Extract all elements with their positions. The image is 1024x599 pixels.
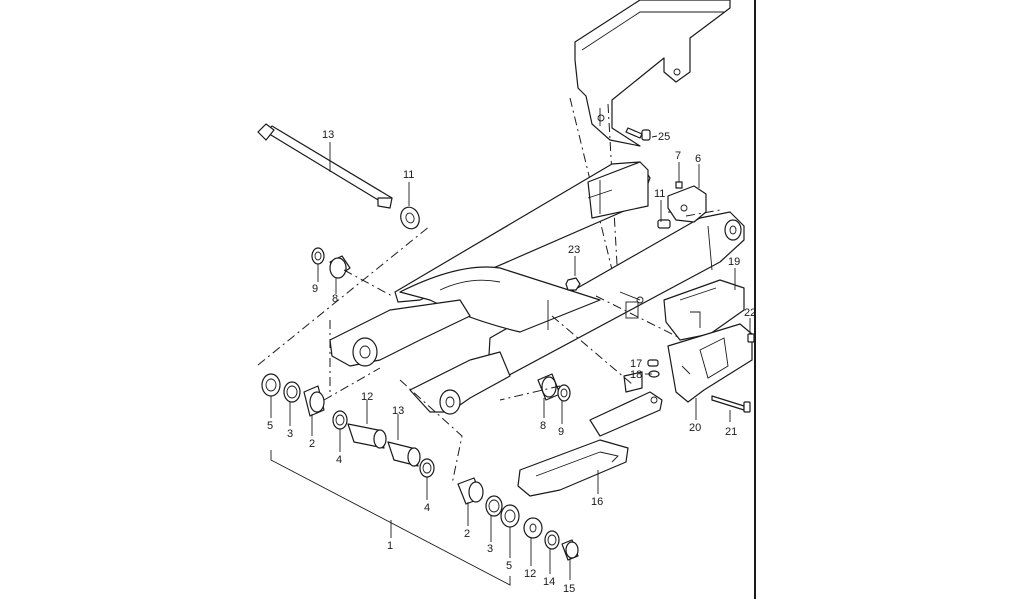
chain-guide-20	[667, 323, 753, 403]
callout-11-top: 11	[403, 169, 414, 181]
bolt-21	[711, 395, 751, 413]
callout-2-right: 2	[464, 528, 470, 540]
callout-6: 6	[695, 153, 701, 165]
oil-seal-9-upper	[311, 247, 325, 265]
chain-guard-bracket	[574, 0, 731, 147]
bolt-17	[647, 359, 659, 367]
washer-14	[544, 530, 560, 550]
chain-buffer-19	[663, 279, 745, 341]
callout-22: 22	[744, 307, 756, 319]
collar-12-a	[347, 423, 387, 449]
washer-3-left	[283, 381, 301, 403]
oil-seal-5-left	[261, 373, 281, 397]
callout-18: 18	[630, 369, 642, 381]
bolt-7	[675, 181, 683, 189]
washer-11-lower	[523, 517, 543, 539]
nut-23	[565, 277, 581, 291]
washer-3-right	[485, 495, 503, 517]
callout-20: 20	[689, 422, 701, 434]
callout-2-left: 2	[309, 438, 315, 450]
washer-11-top	[400, 206, 420, 230]
bolt-22	[747, 333, 755, 343]
callout-21: 21	[725, 426, 737, 438]
callout-15: 15	[563, 583, 575, 595]
callout-10: 11	[654, 188, 665, 200]
bearing-8-lower	[537, 373, 561, 401]
seal-4-left	[332, 410, 348, 430]
callout-12-b: 13	[392, 405, 404, 417]
callout-4-right: 4	[424, 502, 430, 514]
leader-lines	[270, 135, 751, 580]
callout-4-left: 4	[336, 454, 342, 466]
chain-slider-16	[517, 371, 663, 497]
callout-8-top: 8	[332, 293, 338, 305]
callout-8-lower: 8	[540, 420, 546, 432]
callout-14: 14	[543, 576, 555, 588]
chain-adjuster-plate-6	[667, 185, 707, 223]
callout-23: 23	[568, 244, 580, 256]
oil-seal-5-right	[500, 504, 520, 528]
callout-5-left: 5	[267, 420, 273, 432]
callout-25: 25	[658, 131, 670, 143]
bearing-2-left	[303, 385, 325, 417]
callout-12-a: 12	[361, 391, 373, 403]
swingarm-body	[329, 161, 745, 415]
nut-15	[561, 539, 579, 561]
callout-19: 19	[728, 256, 740, 268]
callout-9-lower: 9	[558, 426, 564, 438]
callout-9-top: 9	[312, 283, 318, 295]
callout-16: 16	[591, 496, 603, 508]
needle-bearing-8-upper	[329, 255, 351, 279]
bolt-10	[657, 219, 671, 229]
callout-7: 7	[675, 150, 681, 162]
callout-1: 1	[387, 540, 393, 552]
group-bracket-1	[270, 450, 511, 586]
oil-seal-9-lower	[557, 384, 571, 402]
callout-3-right: 3	[487, 543, 493, 555]
alignment-lines	[257, 209, 721, 485]
bearing-2-right	[457, 477, 484, 505]
callout-5-right: 5	[506, 560, 512, 572]
collar-12-b	[387, 441, 421, 467]
callout-11-lower: 12	[524, 568, 536, 580]
pivot-shaft-13	[257, 123, 393, 209]
seal-4-right	[419, 458, 435, 478]
callout-17: 17	[630, 358, 642, 370]
callout-13: 13	[322, 129, 334, 141]
bolt-25	[625, 127, 651, 141]
callout-labels: 13 11 9 8 5 3 2 4 12 13 4 1 2 3 5 12 14 …	[267, 129, 756, 595]
callout-3-left: 3	[287, 428, 293, 440]
